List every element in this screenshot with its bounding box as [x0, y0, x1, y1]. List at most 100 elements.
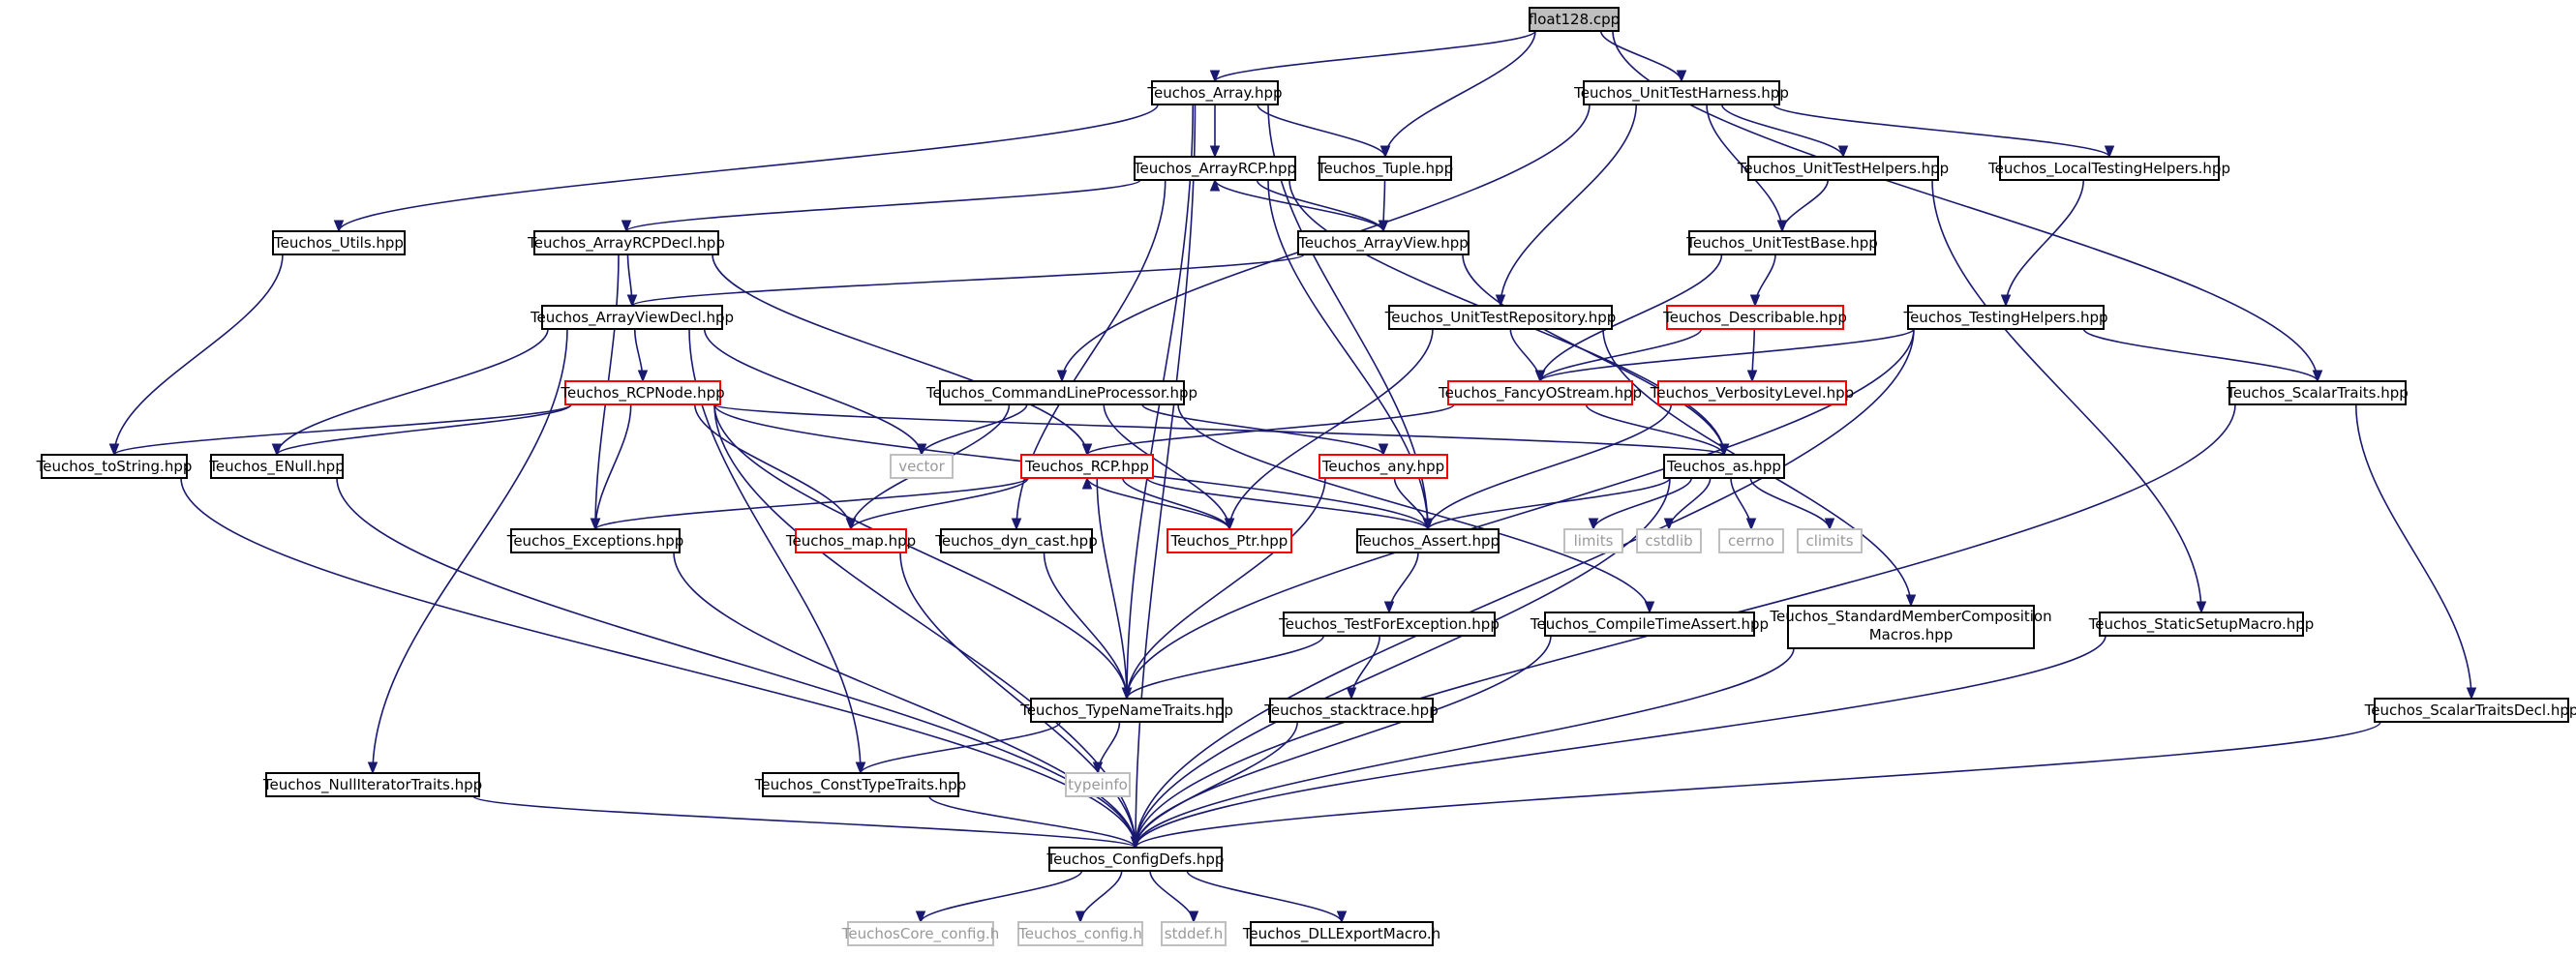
node-vector: vector: [890, 454, 954, 479]
edge-fancyostream-to-as: [1585, 403, 1730, 457]
node-testforexc[interactable]: Teuchos_TestForException.hpp: [1278, 612, 1500, 637]
node-utbase[interactable]: Teuchos_UnitTestBase.hpp: [1685, 230, 1878, 255]
node-box: [1250, 921, 1434, 946]
node-box: [1787, 605, 2035, 649]
node-uth[interactable]: Teuchos_UnitTestHarness.hpp: [1573, 80, 1789, 105]
node-arrayview[interactable]: Teuchos_ArrayView.hpp: [1297, 230, 1470, 255]
node-array[interactable]: Teuchos_Array.hpp: [1146, 80, 1283, 105]
node-box: [1666, 305, 1844, 330]
edge-ptr-to-rcp: [1081, 476, 1230, 530]
node-map[interactable]: Teuchos_map.hpp: [785, 528, 916, 553]
edge-line: [1149, 870, 1195, 923]
edge-testinghelpers-to-fancyostream: [1534, 328, 1915, 383]
node-box: [533, 230, 719, 255]
node-smcm[interactable]: Teuchos_StandardMemberCompositionMacros.…: [1769, 605, 2052, 649]
node-rcp[interactable]: Teuchos_RCP.hpp: [1020, 454, 1154, 479]
edge-line: [1126, 477, 1326, 700]
node-label: Teuchos_Utils.hpp: [273, 234, 404, 253]
edge-arrowhead: [1121, 687, 1133, 701]
node-fancyostream[interactable]: Teuchos_FancyOStream.hpp: [1438, 380, 1642, 405]
node-label: Teuchos_ENull.hpp: [208, 458, 344, 476]
node-label: Teuchos_UnitTestRepository.hpp: [1384, 309, 1617, 327]
edge-arrowhead: [1081, 476, 1093, 490]
node-tuple[interactable]: Teuchos_Tuple.hpp: [1317, 156, 1453, 181]
edge-arrowhead: [1776, 220, 1788, 233]
node-label: Teuchos_as.hpp: [1666, 458, 1781, 476]
node-label: limits: [1574, 532, 1614, 550]
node-box: [2099, 612, 2304, 637]
edge-arrowhead: [855, 761, 866, 775]
node-testinghelpers[interactable]: Teuchos_TestingHelpers.hpp: [1902, 305, 2108, 330]
node-label: Teuchos_ScalarTraits.hpp: [2226, 384, 2409, 403]
edge-consttype-to-configdefs: [928, 795, 1141, 850]
node-ptr[interactable]: Teuchos_Ptr.hpp: [1167, 528, 1292, 553]
edge-nulliter-to-configdefs: [472, 795, 1141, 850]
edge-line: [693, 403, 852, 530]
edge-line: [1462, 254, 1725, 456]
edge-verbosity-to-assert: [1422, 403, 1673, 531]
node-dyncast[interactable]: Teuchos_dyn_cast.hpp: [934, 528, 1098, 553]
node-label: Teuchos_TypeNameTraits.hpp: [1019, 701, 1233, 720]
node-box: [41, 454, 188, 479]
node-as[interactable]: Teuchos_as.hpp: [1663, 454, 1785, 479]
node-dllexport[interactable]: Teuchos_DLLExportMacro.h: [1242, 921, 1440, 946]
edge-as-to-cerrno: [1730, 477, 1757, 531]
node-box: [847, 921, 994, 946]
node-scalartraitsdecl[interactable]: Teuchos_ScalarTraitsDecl.hpp: [2364, 698, 2576, 723]
edge-clp-to-compiletime: [1177, 403, 1655, 614]
edge-line: [2354, 403, 2472, 700]
node-label: cstdlib: [1645, 532, 1692, 550]
node-compiletime[interactable]: Teuchos_CompileTimeAssert.hpp: [1530, 612, 1769, 637]
node-consttype[interactable]: Teuchos_ConstTypeTraits.hpp: [754, 772, 966, 797]
edge-line: [1592, 477, 1693, 530]
node-stacktrace[interactable]: Teuchos_stacktrace.hpp: [1263, 698, 1439, 723]
node-arrayrcp[interactable]: Teuchos_ArrayRCP.hpp: [1133, 156, 1296, 181]
edge-line: [860, 721, 1062, 774]
edge-arrowhead: [1378, 220, 1389, 233]
node-rcpnode[interactable]: Teuchos_RCPNode.hpp: [560, 380, 725, 405]
node-label: Teuchos_FancyOStream.hpp: [1438, 384, 1642, 403]
edge-line: [1384, 30, 1536, 158]
node-staticsetup[interactable]: Teuchos_StaticSetupMacro.hpp: [2088, 612, 2315, 637]
edge-line: [1773, 104, 2110, 158]
edge-tuple-to-arrayview: [1378, 179, 1389, 233]
node-nulliter[interactable]: Teuchos_NullIteratorTraits.hpp: [262, 772, 482, 797]
edge-line: [1500, 104, 1638, 307]
node-float128[interactable]: float128.cpp: [1529, 7, 1620, 32]
edge-arrowhead: [1676, 70, 1687, 83]
node-arrayviewdecl[interactable]: Teuchos_ArrayViewDecl.hpp: [530, 305, 734, 330]
node-label: Teuchos_NullIteratorTraits.hpp: [262, 776, 482, 794]
edge-line: [1539, 328, 1703, 382]
edge-line: [713, 403, 1128, 700]
node-box: [210, 454, 344, 479]
node-scalartraits[interactable]: Teuchos_ScalarTraits.hpp: [2226, 380, 2409, 405]
node-label: Teuchos_toString.hpp: [36, 458, 193, 476]
node-limits: limits: [1563, 528, 1623, 553]
node-typenametraits[interactable]: Teuchos_TypeNameTraits.hpp: [1019, 698, 1233, 723]
node-utrepo[interactable]: Teuchos_UnitTestRepository.hpp: [1384, 305, 1617, 330]
node-box: [1907, 305, 2105, 330]
node-describable[interactable]: Teuchos_Describable.hpp: [1662, 305, 1847, 330]
node-assert[interactable]: Teuchos_Assert.hpp: [1355, 528, 1500, 553]
edge-arrowhead: [1092, 761, 1104, 775]
edge-line: [631, 254, 1305, 307]
node-box: [1167, 528, 1292, 553]
node-verbosity[interactable]: Teuchos_VerbosityLevel.hpp: [1650, 380, 1854, 405]
node-any[interactable]: Teuchos_any.hpp: [1318, 454, 1448, 479]
node-configdefs[interactable]: Teuchos_ConfigDefs.hpp: [1046, 847, 1225, 872]
node-uthelpers[interactable]: Teuchos_UnitTestHelpers.hpp: [1737, 156, 1949, 181]
node-enull[interactable]: Teuchos_ENull.hpp: [208, 454, 345, 479]
node-clp[interactable]: Teuchos_CommandLineProcessor.hpp: [925, 380, 1197, 405]
node-exceptions[interactable]: Teuchos_Exceptions.hpp: [506, 528, 684, 553]
edge-arrayrcp-to-arrayview: [1256, 179, 1389, 233]
node-label: Teuchos_StaticSetupMacro.hpp: [2088, 615, 2315, 634]
node-localtesting[interactable]: Teuchos_LocalTestingHelpers.hpp: [1987, 156, 2230, 181]
node-tostring[interactable]: Teuchos_toString.hpp: [36, 454, 193, 479]
node-utils[interactable]: Teuchos_Utils.hpp: [272, 230, 406, 255]
node-label: Teuchos_Exceptions.hpp: [506, 532, 684, 551]
edge-line: [713, 403, 1725, 456]
edge-line: [928, 795, 1136, 849]
node-arrayrcpdecl[interactable]: Teuchos_ArrayRCPDecl.hpp: [527, 230, 725, 255]
edge-line: [1214, 30, 1536, 82]
edge-line: [850, 477, 1029, 530]
